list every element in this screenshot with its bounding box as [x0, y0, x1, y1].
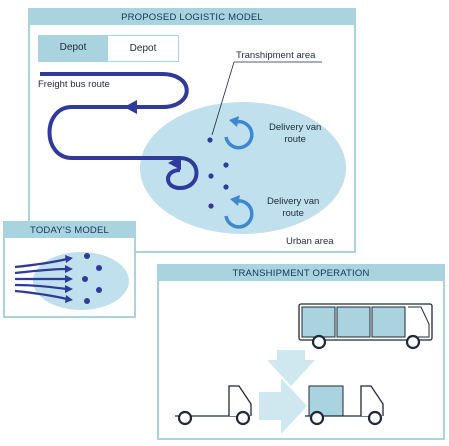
todays-model-panel: TODAY'S MODEL [3, 221, 136, 318]
bus-cargo-unit [301, 306, 336, 338]
delivery-van-route-1-line1: Delivery van [269, 122, 322, 133]
truck-cab [360, 385, 384, 416]
loaded-truck-icon [305, 385, 384, 426]
transfer-arrow-down-icon [267, 350, 315, 386]
transhipment-dot [208, 203, 214, 209]
freight-route-arrowhead-1 [124, 100, 137, 114]
today-route-arrowhead [65, 285, 73, 293]
today-dot [84, 298, 90, 304]
empty-truck-icon [175, 385, 252, 426]
truck-cargo-unit [308, 385, 344, 417]
transfer-arrow-right-icon [259, 378, 307, 434]
delivery-van-loop-2-arrowhead [230, 195, 240, 206]
today-dot [82, 276, 88, 282]
today-route-arrowhead [65, 275, 73, 283]
today-route-line [14, 289, 68, 301]
truck-wheel [367, 410, 383, 426]
transhipment-dot [223, 162, 229, 168]
bus-wheel [311, 334, 327, 350]
depot-filled: Depot [38, 35, 108, 62]
today-route-line [14, 257, 68, 269]
today-route-arrowhead [65, 265, 73, 273]
transhipment-dot [208, 173, 214, 179]
proposed-model-panel: PROPOSED LOGISTIC MODEL Depot Depot [28, 8, 356, 253]
today-dot [96, 287, 102, 293]
todays-model-title: TODAY'S MODEL [5, 223, 134, 238]
today-delivery-dots [82, 253, 102, 304]
transhipment-panel: TRANSHIPMENT OPERATION [157, 264, 445, 440]
delivery-van-route-2-line2: route [282, 208, 304, 219]
urban-area-ellipse [140, 102, 346, 234]
freight-route-arrowhead-2 [168, 156, 181, 170]
transhipment-area-label: Transhipment area [236, 50, 316, 61]
bus-cargo-unit [371, 306, 406, 338]
today-dot [84, 253, 90, 259]
proposed-diagram [40, 61, 346, 234]
today-route-line [14, 283, 68, 291]
delivery-van-route-2-label: Delivery van route [267, 196, 319, 220]
freight-bus-route-label: Freight bus route [38, 79, 110, 90]
delivery-van-route-1-line2: route [284, 134, 306, 145]
truck-wheel [177, 410, 193, 426]
today-direct-routes [14, 257, 68, 301]
freight-bus-route-path [40, 72, 199, 191]
urban-area-label: Urban area [286, 236, 334, 247]
today-urban-area-ellipse [33, 252, 129, 310]
delivery-van-loop-1-icon [224, 119, 254, 150]
freight-bus-icon [298, 303, 433, 350]
today-route-arrowhead [65, 255, 73, 263]
truck-cab [228, 385, 252, 416]
bus-cargo-unit [336, 306, 371, 338]
transhipment-dot [207, 137, 213, 143]
delivery-van-loop-1-arrowhead [229, 116, 239, 127]
today-route-line [14, 267, 68, 275]
bus-front [408, 306, 430, 338]
transhipment-leader-line [211, 61, 235, 136]
depot-outline: Depot [107, 35, 179, 62]
today-route-arrowheads [65, 255, 73, 303]
delivery-van-route-2-line1: Delivery van [267, 196, 320, 207]
transhipment-diagram [175, 303, 433, 434]
depot-filled-label: Depot [59, 42, 87, 53]
todays-model-diagram [14, 252, 129, 310]
delivery-van-loop-2-icon [224, 199, 254, 229]
transhipment-title: TRANSHIPMENT OPERATION [159, 266, 443, 281]
depot-outline-label: Depot [129, 43, 157, 54]
today-dot [96, 265, 102, 271]
truck-wheel [235, 410, 251, 426]
truck-wheel [309, 410, 325, 426]
delivery-van-route-1-label: Delivery van route [269, 122, 321, 146]
proposed-model-title: PROPOSED LOGISTIC MODEL [30, 10, 354, 25]
today-route-arrowhead [65, 295, 73, 303]
transhipment-dot [223, 184, 229, 190]
bus-wheel [405, 334, 421, 350]
